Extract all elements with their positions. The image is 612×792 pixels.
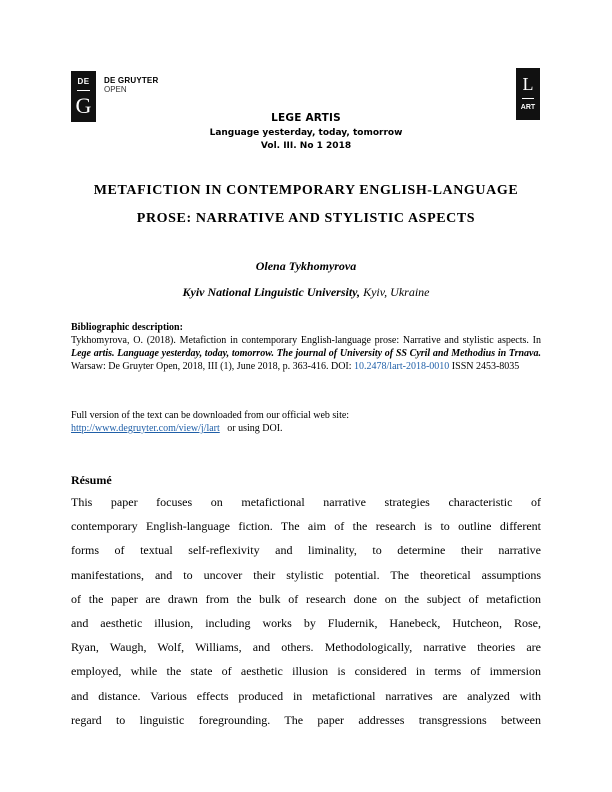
resume-line: manifestations, and to uncover their sty… (71, 567, 541, 582)
bib-text-part1: Tykhomyrova, O. (2018). Metafiction in c… (71, 335, 541, 346)
bib-label: Bibliographic description: (71, 322, 183, 333)
full-version-suffix: or using DOI. (219, 423, 283, 434)
full-version-text: Full version of the text can be download… (71, 410, 350, 421)
de-gruyter-logo: DE G (71, 71, 96, 122)
journal-subtitle: Language yesterday, today, tomorrow (209, 128, 403, 138)
resume-body: This paper focuses on metafictional narr… (71, 490, 541, 732)
bibliographic-description: Bibliographic description: Tykhomyrova, … (71, 321, 541, 373)
logo-l-letter: L (522, 74, 534, 94)
affiliation-place: Kyiv, Ukraine (360, 285, 430, 299)
article-title-line2: PROSE: NARRATIVE AND STYLISTIC ASPECTS (136, 211, 476, 226)
resume-line: Ryan, Waugh, Wolf, Williams, and others.… (71, 640, 541, 655)
lege-artis-logo: L ART (516, 68, 540, 120)
logo-divider (77, 90, 90, 91)
logo-divider (522, 98, 534, 99)
journal-volume: Vol. III. No 1 2018 (260, 141, 352, 151)
bib-journal-name: Lege artis. Language yesterday, today, t… (71, 348, 541, 359)
logo-de-text: DE (77, 77, 90, 86)
doi-link[interactable]: 10.2478/lart-2018-0010 (354, 361, 450, 372)
resume-heading: Résumé (71, 473, 112, 487)
bib-text-part2: Warsaw: De Gruyter Open, 2018, III (1), … (71, 361, 355, 372)
publisher-name: DE GRUYTER OPEN (104, 76, 158, 94)
resume-line: regard to linguistic foregrounding. The … (71, 712, 541, 727)
resume-line: and aesthetic illusion, including works … (71, 615, 541, 630)
resume-line: of the paper are drawn from the bulk of … (71, 591, 541, 606)
journal-title: LEGE ARTIS (271, 112, 341, 124)
article-title-line1: METAFICTION IN CONTEMPORARY ENGLISH-LANG… (93, 183, 519, 198)
resume-line: contemporary English-language fiction. T… (71, 519, 541, 534)
resume-line: forms of textual self-reflexivity and li… (71, 543, 541, 558)
affiliation-university: Kyiv National Linguistic University, (182, 285, 361, 299)
full-version-note: Full version of the text can be download… (71, 409, 541, 435)
logo-g-letter: G (75, 93, 92, 118)
author-name: Olena Tykhomyrova (255, 259, 357, 273)
resume-line: and distance. Various effects produced i… (71, 688, 541, 703)
resume-line: This paper focuses on metafictional narr… (71, 495, 541, 509)
logo-art-text: ART (520, 104, 536, 111)
resume-line: employed, while the state of aesthetic i… (71, 664, 541, 679)
author-affiliation: Kyiv National Linguistic University, Kyi… (0, 285, 612, 300)
publisher-name-line2: OPEN (104, 85, 127, 94)
journal-url-link[interactable]: http://www.degruyter.com/view/j/lart (71, 423, 220, 434)
publisher-name-line1: DE GRUYTER (104, 76, 159, 85)
bib-issn: ISSN 2453-8035 (449, 361, 520, 372)
